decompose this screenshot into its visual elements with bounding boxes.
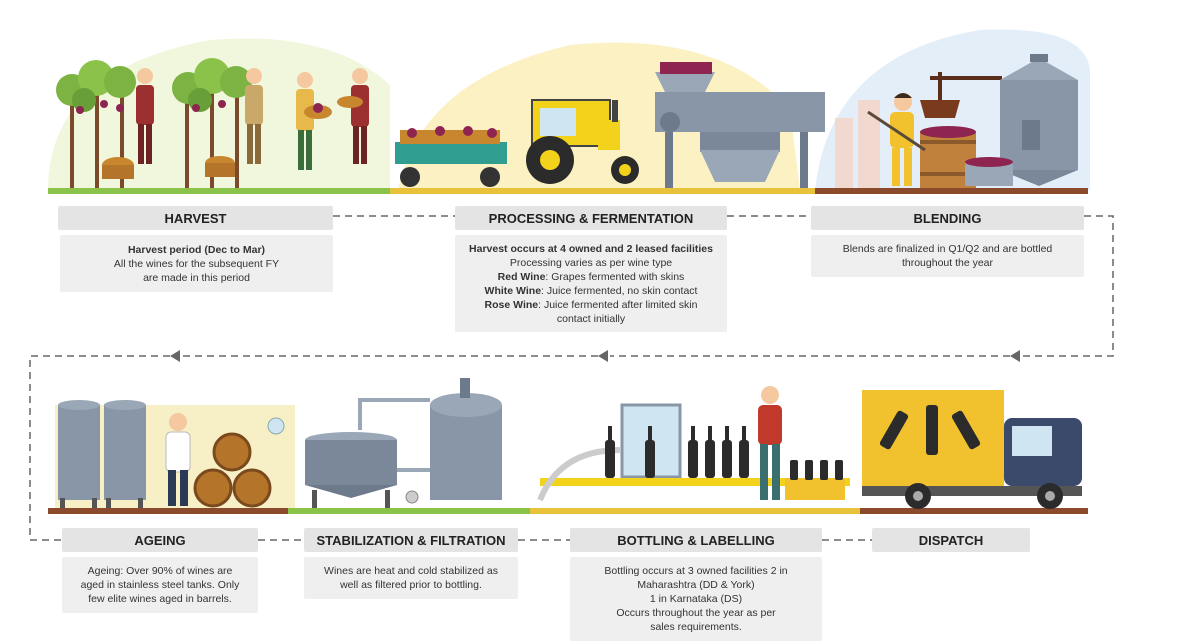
tractor-icon — [526, 99, 639, 184]
arrow-left-icon — [598, 350, 608, 362]
winemaker-icon — [867, 93, 926, 186]
stage-label-harvest: HARVEST — [58, 206, 333, 230]
blending-desc-line: throughout the year — [901, 257, 994, 269]
ground-strip-blending — [815, 188, 1088, 194]
grape-basket-icon — [102, 96, 363, 179]
processing-desc-line: Rose Wine: Juice fermented after limited… — [461, 298, 721, 312]
harvest-desc-line: are made in this period — [143, 271, 250, 284]
building — [835, 118, 853, 188]
white-wine-text: : Juice fermented, no skin contact — [541, 284, 698, 297]
processing-desc-line: Harvest occurs at 4 owned and 2 leased f… — [469, 242, 713, 255]
steel-tank-icon — [358, 378, 502, 504]
processing-desc-line: Red Wine: Grapes fermented with skins — [461, 270, 721, 284]
processing-desc-line: contact initially — [556, 312, 626, 325]
bottling-desc-line: Maharashtra (DD & York) — [637, 579, 755, 591]
processing-desc-line: Processing varies as per wine type — [509, 256, 673, 269]
bottling-desc-line: 1 in Karnataka (DS) — [649, 593, 743, 605]
red-wine-label: Red Wine — [497, 270, 546, 283]
grape-tub-icon — [965, 157, 1013, 186]
stage-label-bottling: BOTTLING & LABELLING — [570, 528, 822, 552]
stage-desc-processing: Harvest occurs at 4 owned and 2 leased f… — [455, 235, 727, 332]
stage-label-ageing: AGEING — [62, 528, 258, 552]
stage-label-processing: PROCESSING & FERMENTATION — [455, 206, 727, 230]
wine-press-icon — [920, 72, 1002, 188]
ground-strip-harvest — [48, 188, 390, 194]
rose-wine-label: Rose Wine — [484, 298, 539, 311]
ground-strip-processing — [390, 188, 815, 194]
steel-tank-icon — [305, 432, 397, 508]
stage-desc-harvest: Harvest period (Dec to Mar) All the wine… — [60, 235, 333, 292]
wine-bottle-icon — [605, 426, 843, 480]
ground-strip-stabilization — [288, 508, 530, 514]
arrow-left-icon — [1010, 350, 1020, 362]
winemaker-icon — [165, 413, 191, 506]
stage-desc-bottling: Bottling occurs at 3 owned facilities 2 … — [570, 557, 822, 641]
stage-label-stabilization: STABILIZATION & FILTRATION — [304, 528, 518, 552]
wine-barrel-icon — [193, 432, 272, 508]
grape-vine-icon — [172, 58, 252, 188]
stabilization-desc-line: Wines are heat and cold stabilized as — [324, 565, 498, 577]
processing-desc-line: White Wine: Juice fermented, no skin con… — [461, 284, 721, 298]
delivery-truck-icon — [862, 390, 1082, 509]
steel-tank-icon — [1000, 54, 1078, 186]
stage-label-blending: BLENDING — [811, 206, 1084, 230]
farmer-icon — [136, 68, 154, 164]
blending-desc-line: Blends are finalized in Q1/Q2 and are bo… — [842, 243, 1053, 255]
building — [858, 100, 880, 188]
farmer-icon — [351, 68, 369, 164]
steel-tank-icon — [58, 400, 146, 508]
stabilization-desc-line: well as filtered prior to bottling. — [340, 579, 482, 591]
ageing-desc-line: aged in stainless steel tanks. Only — [80, 579, 240, 591]
flow-connector — [29, 215, 1114, 541]
clock-icon — [267, 417, 285, 435]
ground-strip-dispatch — [860, 508, 1088, 514]
rose-wine-text: : Juice fermented after limited skin — [538, 298, 698, 311]
crusher-machine-icon — [655, 62, 825, 188]
grape-vine-icon — [56, 60, 136, 188]
wine-bottle-icon — [879, 405, 981, 455]
bottling-desc-line: Bottling occurs at 3 owned facilities 2 … — [604, 565, 788, 577]
harvest-desc-line: All the wines for the subsequent FY — [113, 257, 280, 270]
ground-strip-bottling — [530, 508, 860, 514]
trailer-icon — [395, 126, 507, 187]
farmer-icon — [245, 68, 263, 164]
ageing-desc-line: Ageing: Over 90% of wines are — [87, 565, 233, 577]
worker-icon — [758, 386, 782, 500]
harvest-desc-line: Harvest period (Dec to Mar) — [127, 243, 266, 256]
ageing-desc-line: few elite wines aged in barrels. — [88, 593, 232, 605]
bottling-desc-line: sales requirements. — [650, 621, 742, 633]
stage-desc-blending: Blends are finalized in Q1/Q2 and are bo… — [811, 235, 1084, 277]
stage-label-dispatch: DISPATCH — [872, 528, 1030, 552]
bottling-desc-line: Occurs throughout the year as per — [616, 607, 776, 619]
arrow-left-icon — [170, 350, 180, 362]
ground-strip-ageing — [48, 508, 288, 514]
red-wine-text: : Grapes fermented with skins — [545, 270, 685, 283]
stage-desc-stabilization: Wines are heat and cold stabilized as we… — [304, 557, 518, 599]
stage-desc-ageing: Ageing: Over 90% of wines are aged in st… — [62, 557, 258, 613]
white-wine-label: White Wine — [484, 284, 542, 297]
